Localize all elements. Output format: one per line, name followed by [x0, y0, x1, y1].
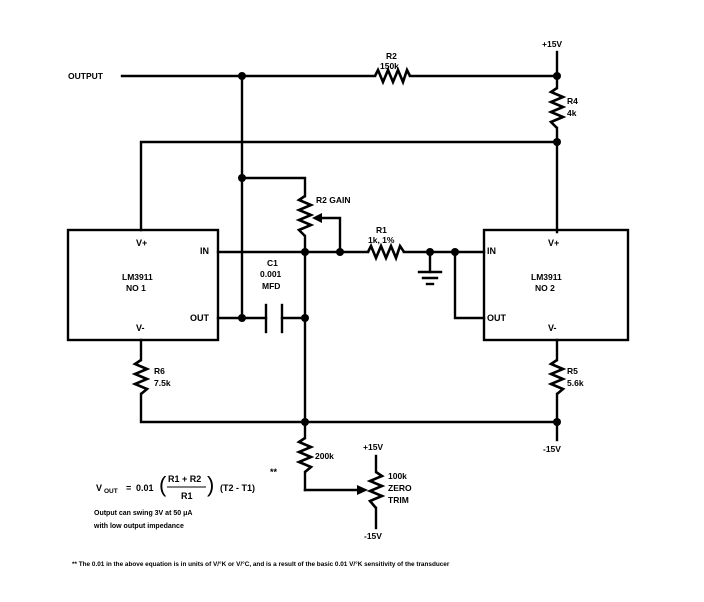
trim-bottom-supply-label: -15V [364, 531, 382, 541]
ic1-out-label: OUT [190, 313, 210, 323]
eq-lhs-sub: OUT [104, 488, 118, 495]
trim-value: 100k [388, 471, 407, 481]
trim-label-trim: TRIM [388, 495, 409, 505]
supply-neg-label: -15V [543, 444, 561, 454]
c1-name: C1 [267, 258, 278, 268]
ic1-vplus-label: V+ [136, 238, 147, 248]
r200k-value: 200k [315, 451, 334, 461]
gain-pot-top-wire [240, 176, 307, 198]
resistor-r4 [547, 86, 567, 129]
trim-label-zero: ZERO [388, 483, 412, 493]
potentiometer-zero-trim [366, 470, 386, 509]
ic1-sub: NO 1 [126, 283, 146, 293]
wires [120, 50, 559, 530]
r5-name: R5 [567, 366, 578, 376]
eq-equals: = [126, 483, 131, 493]
output-swing-note: Output can swing 3V at 50 μA [94, 510, 192, 517]
eq-footnote-marker: ** [270, 467, 278, 477]
potentiometer-r2-gain [295, 194, 315, 237]
eq-numerator: R1 + R2 [168, 474, 201, 484]
eq-paren-left: ( [159, 472, 167, 497]
r5-value: 5.6k [567, 378, 584, 388]
r6-name: R6 [154, 366, 165, 376]
r2-value: 150k [380, 61, 399, 71]
c1-value: 0.001 [260, 269, 282, 279]
resistor-r2-150k [373, 66, 412, 86]
r1-name: R1 [376, 225, 387, 235]
c1-unit: MFD [262, 281, 280, 291]
ic2-in-label: IN [487, 246, 496, 256]
trim-wiper-arrow-icon [357, 485, 368, 495]
resistor-r6 [131, 358, 151, 395]
r2-gain-label: R2 GAIN [316, 195, 350, 205]
trim-top-supply-label: +15V [363, 442, 383, 452]
r4-name: R4 [567, 96, 578, 106]
eq-temp: (T2 - T1) [220, 483, 255, 493]
r2-name: R2 [386, 51, 397, 61]
resistor-r5 [547, 358, 567, 395]
supply-pos-label: +15V [542, 39, 562, 49]
output-label: OUTPUT [68, 71, 104, 81]
gain-wiper-arrow-icon [312, 213, 322, 223]
vplus-loop-wire [139, 140, 559, 232]
ic2-sub: NO 2 [535, 283, 555, 293]
resistor-r1 [366, 242, 406, 262]
ic1-vminus-label: V- [136, 323, 145, 333]
ic2-lm3911-box [482, 228, 630, 342]
ic2-name: LM3911 [531, 272, 562, 282]
eq-denominator: R1 [181, 491, 193, 501]
r1-value: 1k, 1% [368, 235, 395, 245]
eq-coef: 0.01 [136, 483, 154, 493]
ic1-name: LM3911 [122, 272, 153, 282]
resistor-200k [295, 436, 315, 473]
output-impedance-note: with low output impedance [93, 523, 184, 530]
ic1-in-label: IN [200, 246, 209, 256]
ic2-out-label: OUT [487, 313, 507, 323]
r6-value: 7.5k [154, 378, 171, 388]
junction-dots [238, 72, 561, 426]
footnote: ** The 0.01 in the above equation is in … [72, 560, 450, 568]
ic2-vplus-label: V+ [548, 238, 559, 248]
ic2-vminus-label: V- [548, 323, 557, 333]
ic1-lm3911-box [66, 228, 220, 342]
ic2-feedback-wire [453, 250, 486, 320]
eq-paren-right: ) [207, 472, 214, 497]
capacitor-c1 [264, 303, 284, 334]
eq-lhs: V [96, 483, 102, 493]
ground-icon [417, 270, 443, 286]
r4-value: 4k [567, 108, 577, 118]
gain-wiper-wire [318, 216, 342, 254]
bottom-bus-wire [139, 392, 559, 424]
vout-equation: V OUT = 0.01 ( R1 + R2 R1 ) (T2 - T1) ** [96, 467, 278, 501]
